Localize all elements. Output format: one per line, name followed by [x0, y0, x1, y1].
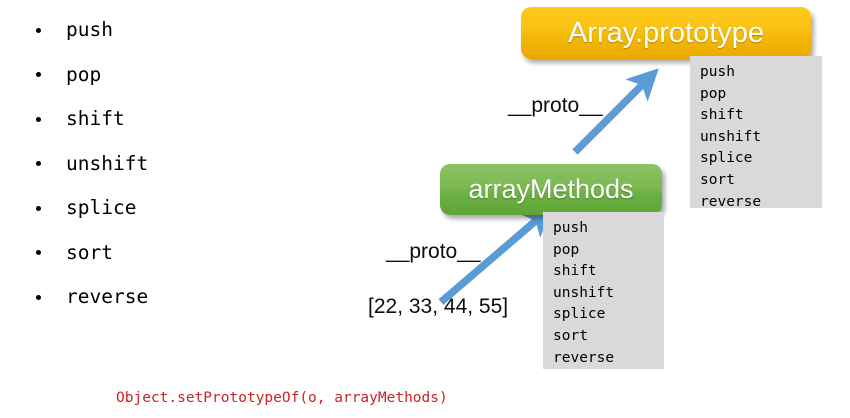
method-row: sort: [553, 327, 588, 344]
bullet-label: splice: [66, 196, 137, 219]
method-row: reverse: [553, 349, 615, 366]
bullet-label: reverse: [66, 285, 149, 308]
method-row: shift: [700, 107, 744, 124]
method-panel-arraymethods: push pop shift unshift splice sort rever…: [543, 212, 664, 369]
method-row: sort: [700, 171, 735, 188]
bullet-label: pop: [66, 62, 102, 86]
node-array-prototype[interactable]: Array.prototype: [521, 7, 811, 59]
list-item: pop: [28, 53, 328, 98]
method-row: pop: [700, 85, 727, 102]
method-row: splice: [553, 306, 606, 323]
method-row: unshift: [700, 128, 762, 145]
list-item: reverse: [28, 275, 328, 320]
bullet-label: unshift: [66, 151, 149, 175]
method-row: pop: [553, 241, 580, 258]
object-value-label: [22, 33, 44, 55]: [368, 295, 509, 318]
method-row: unshift: [553, 284, 615, 301]
node-arraymethods[interactable]: arrayMethods: [440, 164, 662, 215]
methods-bullet-list: push pop shift unshift splice sort rever…: [28, 8, 328, 320]
method-row: shift: [553, 263, 597, 280]
edge-label-proto-top: __proto__: [508, 94, 603, 117]
bullet-label: sort: [66, 240, 113, 264]
list-item: splice: [28, 186, 328, 231]
bullet-label: shift: [66, 107, 125, 130]
list-item: shift: [28, 97, 328, 142]
method-row: push: [553, 220, 588, 236]
node-array-prototype-label: Array.prototype: [567, 16, 765, 49]
code-snippet: Object.setPrototypeOf(o, arrayMethods) o…: [116, 336, 448, 418]
list-item: sort: [28, 231, 328, 276]
method-row: reverse: [700, 193, 762, 210]
code-line-set-prototype-of: Object.setPrototypeOf(o, arrayMethods): [116, 390, 448, 406]
bullet-label: push: [66, 18, 113, 41]
edge-label-proto-bottom: __proto__: [386, 240, 481, 263]
list-item: push: [28, 8, 328, 53]
list-item: unshift: [28, 142, 328, 187]
method-row: splice: [700, 150, 753, 167]
method-row: push: [700, 64, 735, 80]
node-arraymethods-label: arrayMethods: [468, 174, 634, 204]
method-panel-array-prototype: push pop shift unshift splice sort rever…: [690, 56, 822, 210]
